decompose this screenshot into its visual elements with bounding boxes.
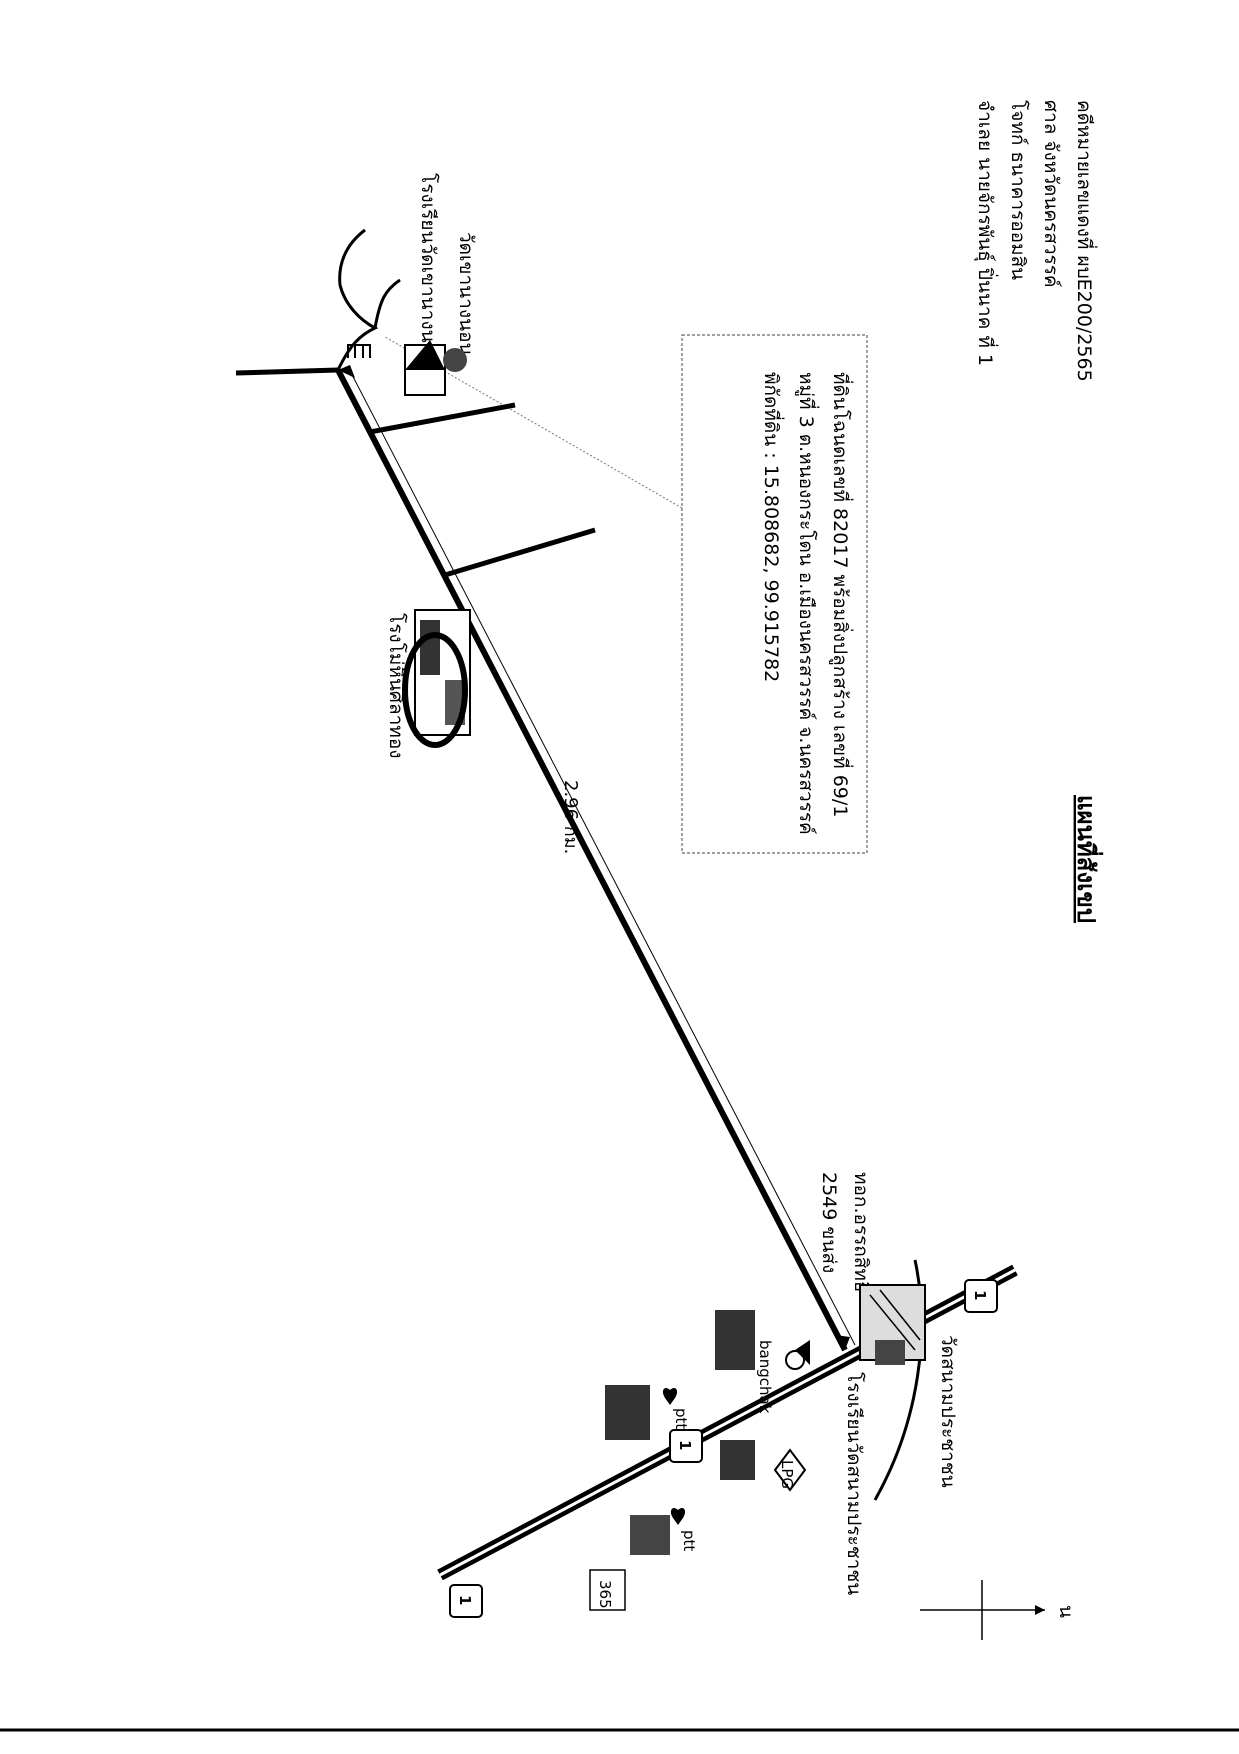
- ptt-station-a-icon: [605, 1385, 678, 1440]
- land-info-line2: หมู่ที่ 3 ต.หนองกระโดน อ.เมืองนครสวรรค์ …: [795, 372, 820, 835]
- land-info-line1: ที่ดินโฉนดเลขที่ 82017 พร้อมสิ่งปลูกสร้า…: [829, 372, 854, 817]
- route-shield-top: 1: [964, 1279, 998, 1313]
- north-label: น: [1055, 1605, 1077, 1618]
- lpg-station-icon: [720, 1440, 807, 1492]
- bangchak-logo-text: bangchak: [756, 1340, 774, 1414]
- lpg-logo-text: LPG: [778, 1460, 796, 1489]
- route-shield-middle-number: 1: [676, 1440, 694, 1450]
- distance-label: 2.96 กม.: [560, 780, 581, 854]
- branch-road-2: [444, 527, 596, 578]
- north-road-left: [235, 367, 339, 376]
- label-sila-thong-factory: โรงโม่หินศิลาทอง: [385, 613, 408, 759]
- label-wat-sanam-prachachon: วัดสนามประชาชน: [937, 1335, 959, 1488]
- label-school-sanam-prachachon: โรงเรียนวัดสนามประชาชน: [843, 1372, 866, 1595]
- ptt-logo-b-text: ptt: [680, 1530, 698, 1551]
- route-shield-middle: 1: [669, 1429, 703, 1463]
- arrow-junction-end: [835, 1335, 850, 1350]
- route-shield-bottom: 1: [449, 1584, 483, 1618]
- seven-eleven-text: 365: [596, 1580, 614, 1609]
- temple-icon-sanam-prachachon: [859, 1284, 926, 1365]
- label-school-khao-nang-non: โรงเรียนวัดเขานางนอน: [417, 173, 440, 367]
- land-info-line3: พิกัดที่ดิน : 15.808682, 99.915782: [760, 372, 785, 682]
- bangchak-station-icon: [715, 1310, 810, 1370]
- branch-road-1: [369, 402, 516, 435]
- seven-eleven-icon: [589, 1569, 626, 1611]
- route-shield-top-number: 1: [971, 1290, 989, 1300]
- header-court: ศาล จังหวัดนครสวรรค์: [1040, 100, 1062, 288]
- ptt-station-b-icon: [630, 1507, 686, 1555]
- header-defendant: จำเลย นายจักรพันธุ์ ปิ่นนาค ที่ 1: [973, 100, 999, 366]
- map-title: แผนที่สังเขป: [1072, 795, 1104, 923]
- label-junction-line2: 2549 ขนส่ง: [818, 1172, 840, 1273]
- temple-icon-khao-nang-non: [404, 340, 467, 396]
- gate-icon: [347, 344, 371, 358]
- north-road-up: [373, 278, 401, 329]
- land-info-box: [681, 334, 868, 854]
- route-shield-bottom-number: 1: [456, 1595, 474, 1605]
- header-plaintiff: โจทก์ ธนาคารออมสิน: [1007, 100, 1030, 280]
- north-road-curve: [336, 228, 379, 371]
- header-case: คดีหมายเลขแดงที่ ผบE200/2565: [1073, 100, 1098, 382]
- label-wat-khao-nang-non: วัดเขานางนอน: [455, 232, 477, 355]
- north-arrow-icon: [920, 1580, 1045, 1640]
- access-road: [335, 366, 856, 1352]
- header-block: คดีหมายเลขแดงที่ ผบE200/2565 ศาล จังหวัด…: [973, 100, 1098, 382]
- label-junction-line1: ทอก.อรรถสิทธิ์: [850, 1172, 876, 1295]
- arrow-north-end: [338, 365, 355, 378]
- factory-icon-sila-thong: [402, 609, 471, 748]
- ptt-logo-a-text: ptt: [672, 1408, 690, 1429]
